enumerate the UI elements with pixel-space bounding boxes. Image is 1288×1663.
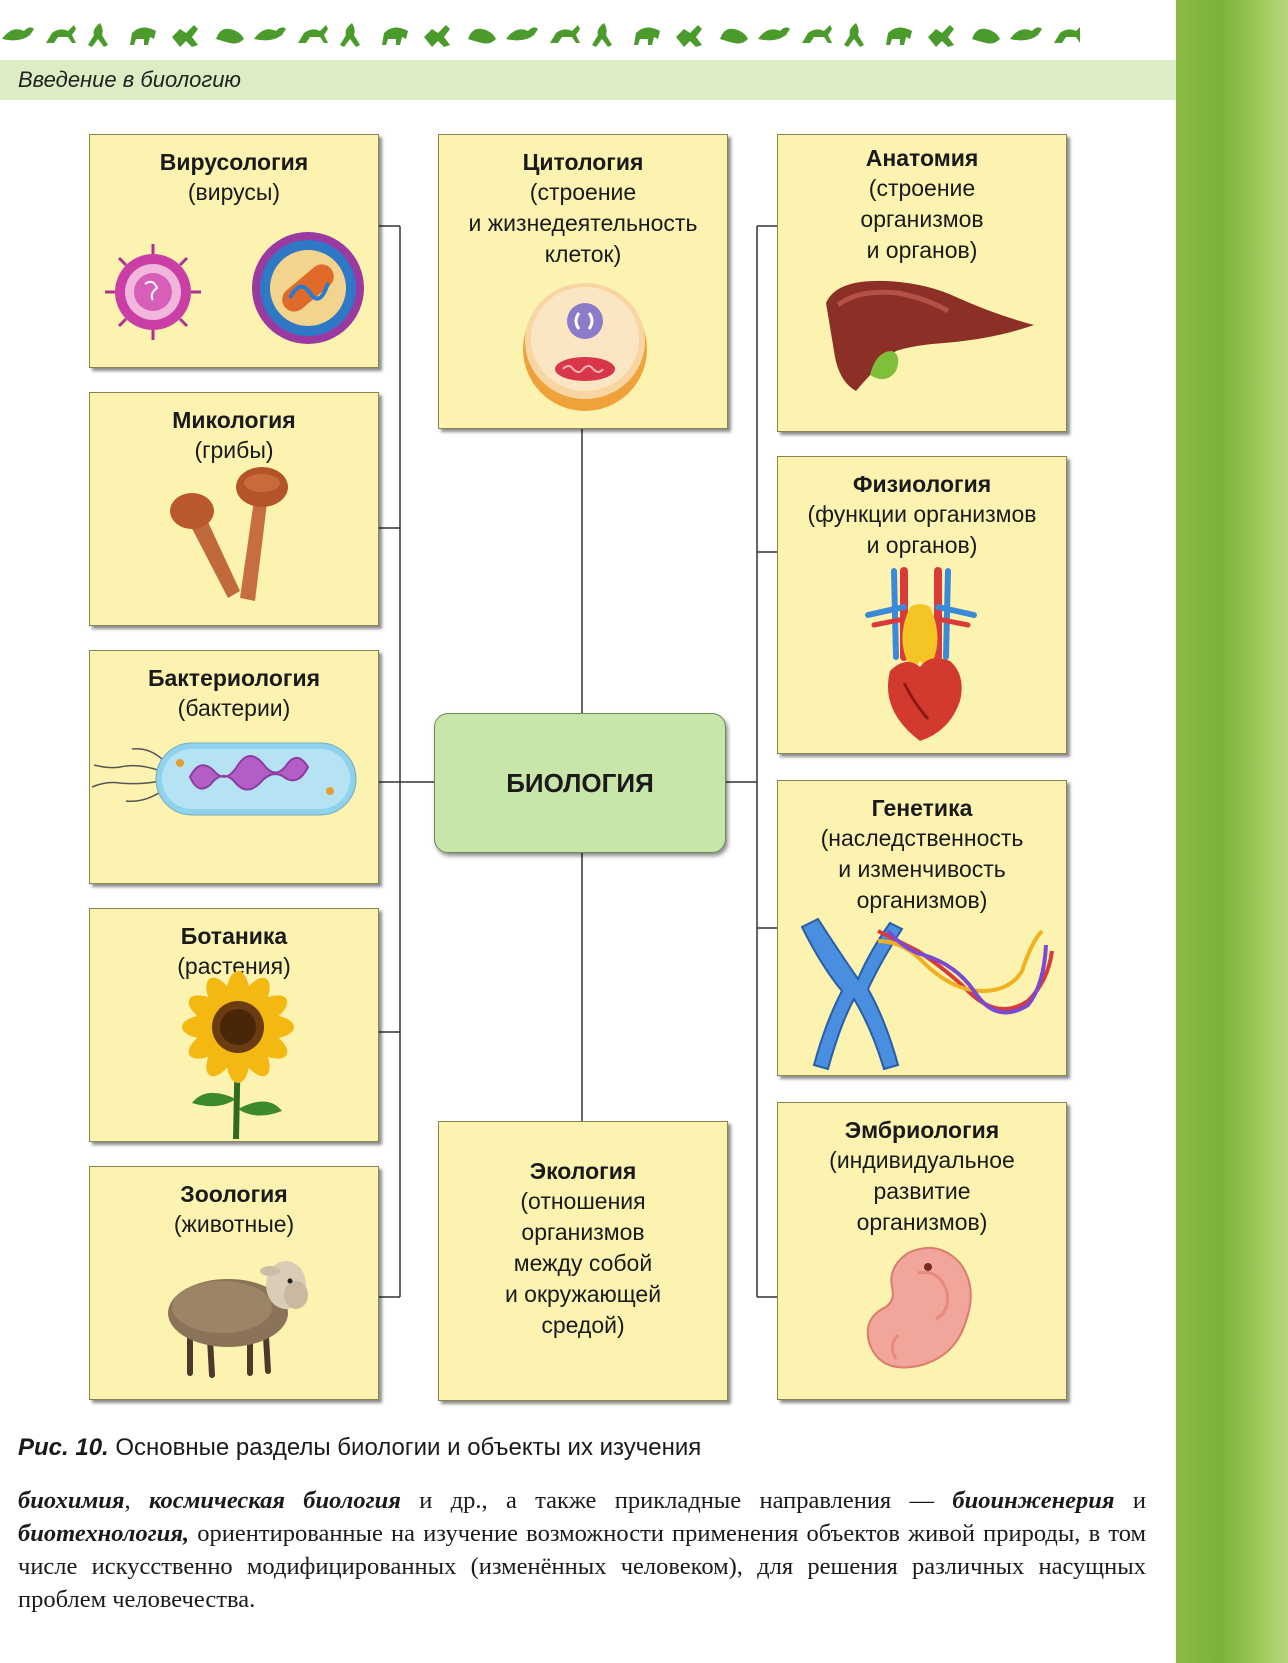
box-anatomy: Анатомия (строение организмов и органов) <box>777 134 1067 432</box>
animal-silhouette-icon <box>2 27 34 41</box>
figure-caption-text: Основные разделы биологии и объекты их и… <box>108 1434 702 1461</box>
animal-silhouettes-border <box>0 14 1080 54</box>
animal-silhouette-icon <box>802 25 832 43</box>
animal-silhouette-icon <box>720 28 748 44</box>
box-subtitle: (индивидуальное развитие организмов) <box>829 1147 1015 1235</box>
center-label: БИОЛОГИЯ <box>506 767 654 798</box>
box-title: Ботаника <box>180 923 288 949</box>
animal-silhouette-icon <box>844 23 864 47</box>
body-fragment: , <box>124 1487 149 1514</box>
bacterium-illustration <box>91 742 357 816</box>
body-fragment: и <box>1114 1487 1146 1514</box>
animal-silhouette-icon <box>254 27 286 41</box>
animal-silhouette-icon <box>634 27 660 45</box>
animal-silhouette-icon <box>298 25 328 43</box>
box-title: Анатомия <box>865 145 979 171</box>
box-title: Зоология <box>180 1181 288 1207</box>
term-biochemistry: биохимия <box>18 1487 125 1514</box>
chapter-title: Введение в биологию <box>18 67 241 92</box>
box-subtitle: (строение организмов и органов) <box>860 175 984 263</box>
box-title: Цитология <box>522 149 644 175</box>
box-title: Микология <box>172 407 296 433</box>
box-virology: Вирусология (вирусы) <box>89 134 379 368</box>
box-subtitle: (отношения организмов между собой и окру… <box>504 1188 662 1338</box>
animal-silhouette-icon <box>468 28 496 44</box>
mushroom-illustration <box>170 467 288 601</box>
box-subtitle: (животные) <box>173 1211 295 1237</box>
box-subtitle: (наследственность и изменчивость организ… <box>820 825 1024 913</box>
animal-silhouette-icon <box>592 23 612 47</box>
center-biology-box: БИОЛОГИЯ <box>434 713 726 853</box>
box-title: Вирусология <box>159 149 309 175</box>
animal-silhouette-icon <box>758 27 790 41</box>
term-bioengineering: биоинженерия <box>952 1487 1115 1514</box>
animal-silhouette-icon <box>972 28 1000 44</box>
animal-silhouette-icon <box>424 25 450 47</box>
liver-illustration <box>826 280 1034 391</box>
figure-label: Рис. 10. <box>18 1434 109 1461</box>
animal-silhouette-icon <box>1010 27 1042 41</box>
animal-silhouette-icon <box>550 25 580 43</box>
box-embryology: Эмбриология (индивидуальное развитие орг… <box>777 1102 1067 1400</box>
animal-silhouette-icon <box>382 27 408 45</box>
box-title: Генетика <box>871 795 973 821</box>
box-subtitle: (функции организмов и органов) <box>807 501 1037 558</box>
box-mycology: Микология (грибы) <box>89 392 379 626</box>
body-paragraph: биохимия, космическая биология и др., а … <box>18 1484 1146 1616</box>
animal-silhouette-icon <box>886 27 912 45</box>
box-bacteriology: Бактериология (бактерии) <box>89 650 379 884</box>
animal-silhouette-icon <box>46 25 76 43</box>
box-title: Экология <box>529 1158 637 1184</box>
animal-silhouette-icon <box>928 25 954 47</box>
animal-silhouette-icon <box>340 23 360 47</box>
box-subtitle: (строение и жизнедеятельность клеток) <box>468 179 698 267</box>
sheep-illustration <box>168 1261 308 1378</box>
body-fragment: ориентированные на изучение возможности … <box>18 1520 1146 1613</box>
term-space-biology: космическая биология <box>148 1487 401 1514</box>
animal-silhouette-icon <box>506 27 538 41</box>
animal-silhouette-icon <box>676 25 702 47</box>
box-zoology: Зоология (животные) <box>89 1166 379 1400</box>
chapter-header: Введение в биологию <box>0 60 1176 100</box>
connector-lines <box>379 225 777 1298</box>
sunflower-illustration <box>182 971 294 1140</box>
embryo-illustration <box>866 1246 972 1369</box>
box-title: Эмбриология <box>844 1117 1000 1143</box>
term-biotechnology: биотехнология, <box>18 1520 190 1547</box>
box-title: Физиология <box>852 471 992 497</box>
page-edge-stripe <box>1176 0 1288 1663</box>
animal-silhouette-icon <box>130 27 156 45</box>
heart-illustration <box>865 567 977 741</box>
animal-silhouette-icon <box>1054 27 1080 43</box>
box-genetics: Генетика (наследственность и изменчивост… <box>777 780 1067 1076</box>
textbook-page: Введение в биологию <box>0 14 1176 1616</box>
animal-silhouette-icon <box>172 25 198 47</box>
box-botany: Ботаника (растения) <box>89 908 379 1142</box>
box-title: Бактериология <box>147 665 321 691</box>
animal-silhouette-icon <box>216 28 244 44</box>
box-ecology: Экология (отношения организмов между соб… <box>438 1121 728 1401</box>
chromosome-dna-illustration <box>800 917 1054 1071</box>
figure-caption: Рис. 10. Основные разделы биологии и объ… <box>18 1434 701 1462</box>
box-physiology: Физиология (функции организмов и органов… <box>777 456 1067 754</box>
biology-branches-diagram: Вирусология (вирусы) <box>89 134 1067 1401</box>
animal-silhouette-icon <box>88 23 108 47</box>
box-subtitle: (грибы) <box>194 437 274 463</box>
box-subtitle: (вирусы) <box>187 179 281 205</box>
cell-illustration <box>523 283 647 411</box>
virus-illustration <box>105 232 364 344</box>
body-fragment: и др., а также прикладные направления — <box>400 1487 953 1514</box>
box-cytology: Цитология (строение и жизнедеятельность … <box>438 134 728 429</box>
box-subtitle: (бактерии) <box>177 695 291 721</box>
